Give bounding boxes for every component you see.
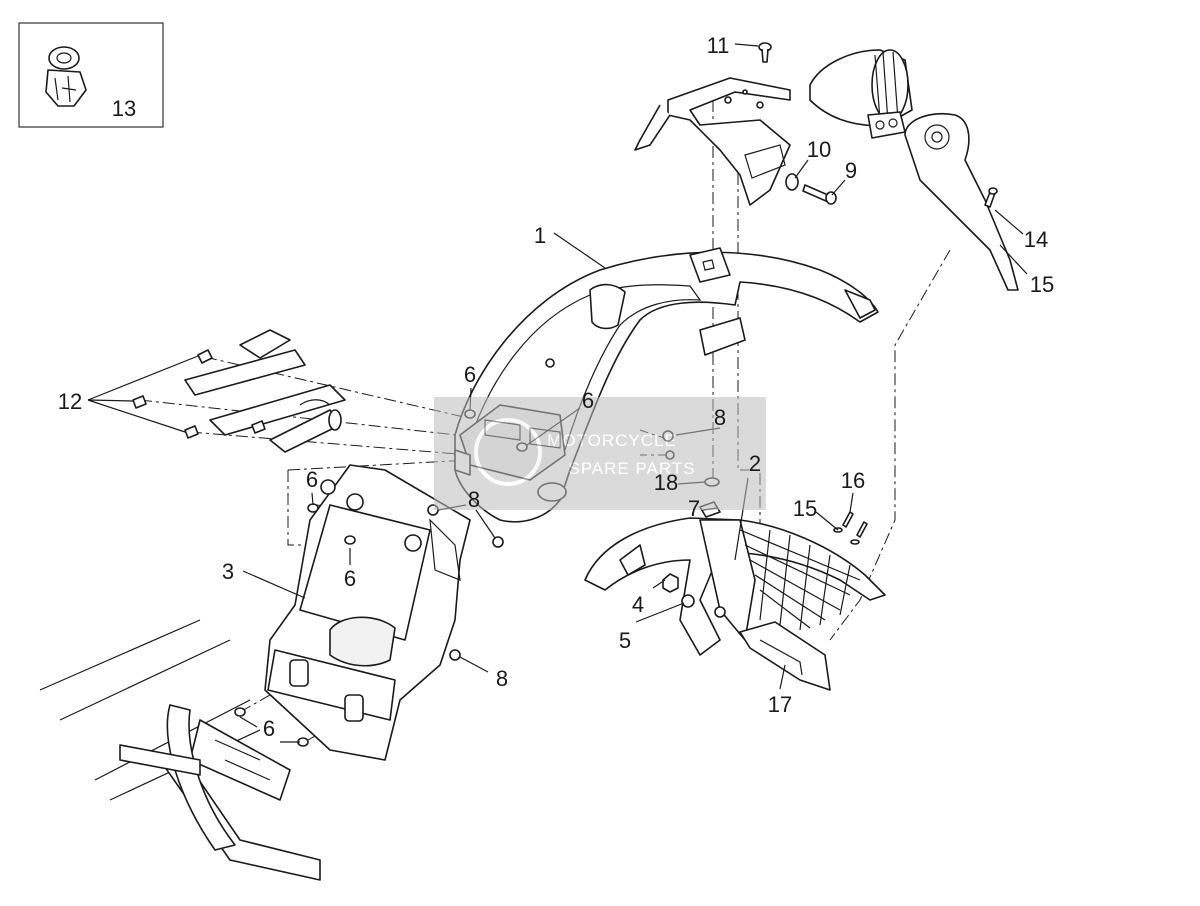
- nut-part-4: [662, 573, 679, 593]
- callout-13: 13: [112, 96, 136, 121]
- callout-6-middle-left: 6: [306, 467, 318, 492]
- bracket-part-17: [739, 621, 831, 691]
- callout-7: 7: [688, 496, 700, 521]
- callout-5: 5: [619, 628, 631, 653]
- callout-6-upper-left: 6: [464, 362, 476, 387]
- callout-1: 1: [534, 223, 546, 248]
- screw-part-11: [758, 42, 772, 63]
- callout-6-lower: 6: [263, 716, 275, 741]
- watermark-line-1: MOTORCYCLE: [547, 431, 677, 450]
- frame-rear-subframe: [39, 619, 321, 881]
- callout-15-lower: 15: [793, 496, 817, 521]
- washer-part-5: [681, 594, 695, 608]
- callout-8-middle: 8: [468, 487, 480, 512]
- clip-part-13: [45, 46, 87, 107]
- callout-18: 18: [654, 470, 678, 495]
- tail-light-assembly: [809, 49, 913, 139]
- callout-labels: 1 2 3 4 5 6 6 6 6 6 7 8 8 8 9 10 11 12 1…: [58, 33, 1054, 741]
- watermark-line-2: SPARE PARTS: [568, 459, 695, 478]
- callout-2: 2: [749, 451, 761, 476]
- callout-8-right: 8: [714, 405, 726, 430]
- callout-16: 16: [841, 468, 865, 493]
- license-plate-holder-part-3: [264, 464, 471, 761]
- callout-10: 10: [807, 137, 831, 162]
- inset-box-part-13: [18, 22, 164, 128]
- license-light-bracket: [904, 112, 1019, 291]
- nuts-part-12: [132, 349, 266, 439]
- callout-6-middle: 6: [344, 566, 356, 591]
- callout-14: 14: [1024, 227, 1048, 252]
- callout-15-upper: 15: [1030, 272, 1054, 297]
- callout-3: 3: [222, 559, 234, 584]
- callout-9: 9: [845, 158, 857, 183]
- callout-12: 12: [58, 389, 82, 414]
- screws-part-16: [842, 511, 868, 538]
- watermark: MOTORCYCLE SPARE PARTS: [434, 397, 766, 510]
- callout-17: 17: [768, 692, 792, 717]
- frame-tube-section: [184, 329, 346, 453]
- tail-light-bracket: [634, 77, 791, 206]
- washers-part-15: [833, 527, 860, 545]
- screw-part-14: [984, 187, 998, 208]
- rear-hugger-part-2: [584, 517, 886, 656]
- callout-11: 11: [707, 33, 730, 58]
- callout-6-upper-right: 6: [582, 388, 594, 413]
- callout-4: 4: [632, 592, 644, 617]
- bolt-part-9: [802, 184, 837, 205]
- callout-8-lower: 8: [496, 666, 508, 691]
